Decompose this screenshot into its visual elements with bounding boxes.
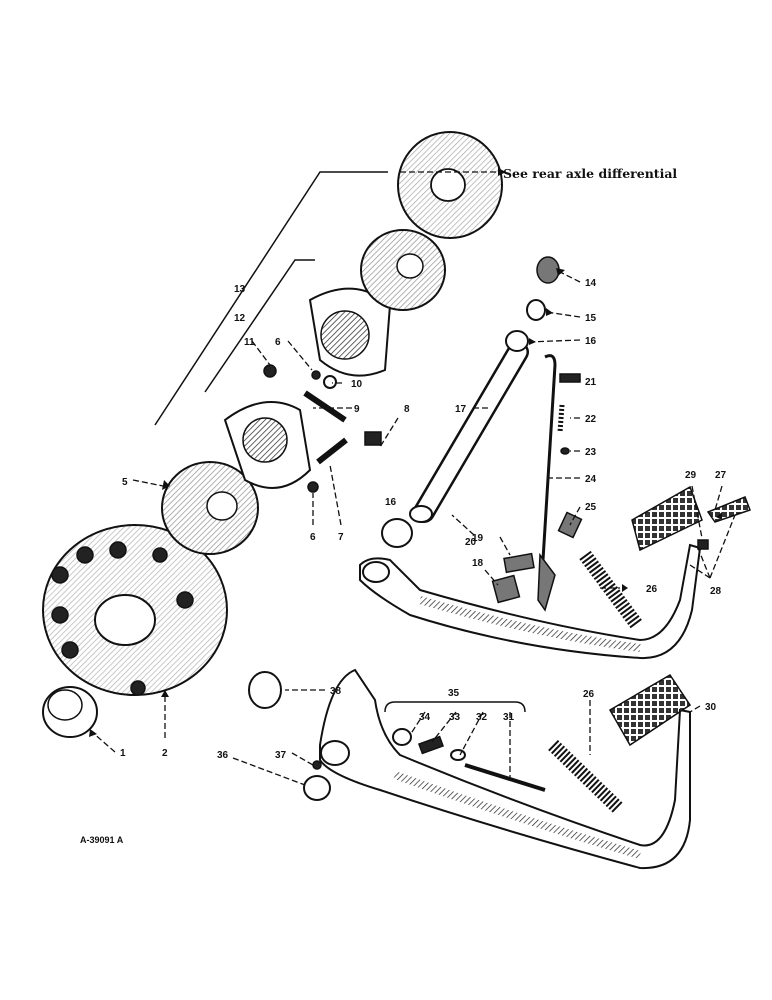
callout-7: 7 — [338, 532, 344, 543]
callout-37: 37 — [275, 750, 287, 761]
brake-rod — [541, 354, 583, 561]
callout-23: 23 — [585, 447, 597, 458]
callout-26-upper: 26 — [646, 584, 658, 595]
pedal-fittings — [381, 518, 556, 612]
callout-18: 18 — [472, 558, 484, 569]
callout-5: 5 — [122, 477, 128, 488]
callout-24: 24 — [585, 474, 597, 485]
brake-housing — [42, 524, 228, 696]
callout-38: 38 — [330, 686, 342, 697]
callout-34: 34 — [419, 712, 431, 723]
callout-10: 10 — [351, 379, 363, 390]
callout-6-upper: 6 — [275, 337, 281, 348]
callout-numbers: 1 2 5 6 6 7 8 9 10 11 12 13 14 15 16 16 … — [120, 278, 727, 761]
bracket-13 — [154, 171, 388, 426]
callout-19: 19 — [472, 533, 484, 544]
callout-28: 28 — [710, 586, 722, 597]
actuating-plate-lower — [223, 401, 312, 489]
callout-16-lower: 16 — [385, 497, 397, 508]
callout-11: 11 — [244, 337, 255, 348]
callout-17: 17 — [455, 404, 467, 415]
arrowheads — [89, 168, 722, 737]
callout-6-lower: 6 — [310, 532, 316, 543]
brake-disc-lower — [161, 461, 259, 555]
callout-32: 32 — [476, 712, 488, 723]
actuating-plate-upper — [308, 287, 392, 377]
callout-12: 12 — [234, 313, 246, 324]
bracket-12 — [204, 259, 315, 393]
callout-30: 30 — [705, 702, 717, 713]
callout-36: 36 — [217, 750, 229, 761]
callout-20: 20 — [465, 537, 477, 548]
return-spring-lower — [548, 739, 623, 814]
callout-21: 21 — [585, 377, 597, 388]
callout-16-upper: 16 — [585, 336, 597, 347]
callout-27: 27 — [715, 470, 727, 481]
callout-9: 9 — [354, 404, 360, 415]
callout-14: 14 — [585, 278, 597, 289]
lower-brake-pedal — [319, 668, 692, 870]
callout-1: 1 — [120, 748, 126, 759]
callout-15: 15 — [585, 313, 597, 324]
shaft-collars — [505, 256, 560, 352]
callout-13: 13 — [234, 284, 246, 295]
callout-8: 8 — [404, 404, 410, 415]
cross-shaft — [409, 341, 529, 523]
small-link-parts — [263, 364, 382, 493]
differential-note: See rear axle differential — [503, 166, 677, 181]
drawing-code: A-39091 A — [80, 835, 124, 845]
callout-31: 31 — [503, 712, 515, 723]
differential-cover — [397, 131, 503, 239]
return-spring-upper — [579, 550, 643, 630]
housing-cap — [42, 686, 98, 738]
callout-35: 35 — [448, 688, 460, 699]
callout-22: 22 — [585, 414, 597, 425]
callout-25: 25 — [585, 502, 597, 513]
callout-2: 2 — [162, 748, 168, 759]
brake-disc-upper — [360, 229, 446, 311]
bracket-35 — [384, 701, 526, 713]
callout-26-lower: 26 — [583, 689, 595, 700]
callout-29: 29 — [685, 470, 697, 481]
bushings — [248, 671, 331, 801]
callout-33: 33 — [449, 712, 461, 723]
